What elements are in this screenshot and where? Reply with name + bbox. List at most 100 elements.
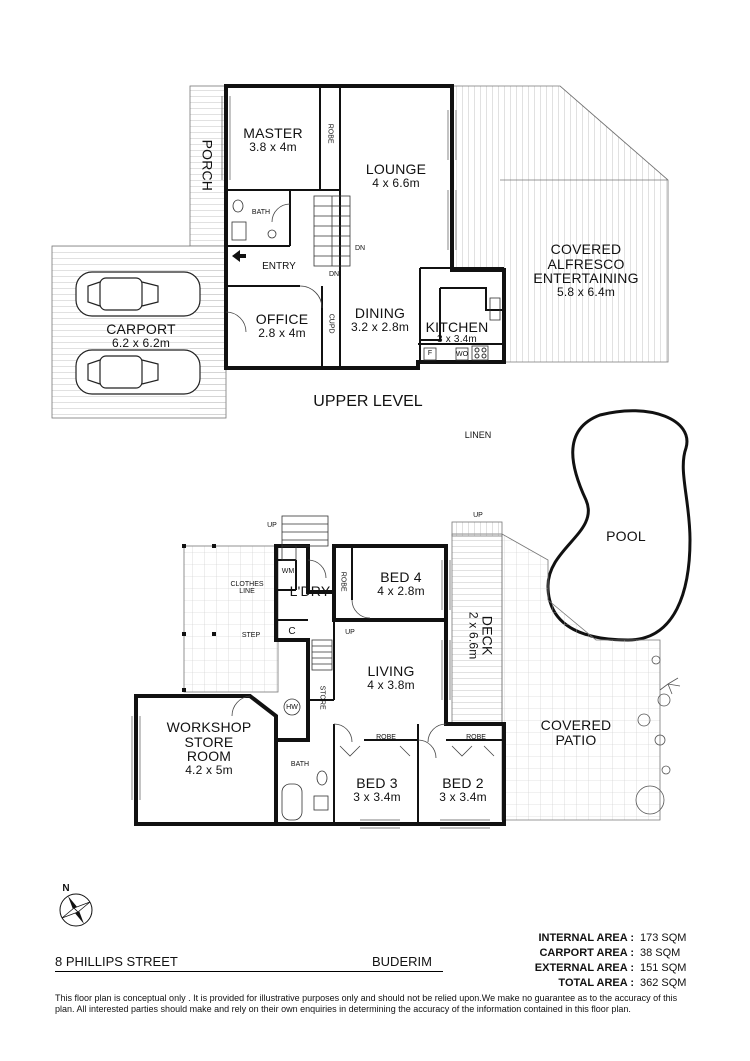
alfresco-line1: COVERED [550, 241, 622, 257]
compass-north-label: N [62, 883, 70, 894]
living-name: LIVING [367, 663, 415, 679]
compass-rose-icon [59, 893, 93, 927]
bed4-robe-label: ROBE [339, 571, 347, 592]
wall-oven-label: WO [455, 351, 469, 358]
kitchen-name: KITCHEN [425, 319, 489, 335]
bed3-label: BED 3 3 x 3.4m [342, 776, 412, 803]
covered-patio-line2: PATIO [555, 731, 597, 748]
lower-bath-label: BATH [290, 761, 310, 768]
office-size: 2.8 x 4m [258, 325, 306, 340]
bed3-name: BED 3 [356, 775, 398, 791]
garden-plants [635, 655, 681, 815]
area-label: INTERNAL AREA : [538, 931, 634, 944]
lounge-label: LOUNGE 4 x 6.6m [356, 162, 436, 189]
covered-patio-label: COVERED PATIO [528, 718, 624, 747]
wm-label: WM [281, 568, 295, 575]
office-name: OFFICE [255, 311, 309, 327]
entry-arrow-icon [232, 250, 246, 262]
area-label: TOTAL AREA : [558, 976, 634, 989]
footer-rule [55, 971, 443, 972]
living-label: LIVING 4 x 3.8m [356, 664, 426, 691]
area-value: 173 SQM [640, 931, 687, 944]
lounge-name: LOUNGE [365, 161, 427, 177]
carport-name: CARPORT [106, 321, 176, 337]
car-icon-1 [75, 271, 201, 317]
porch-label: PORCH [199, 139, 216, 192]
bed3-size: 3 x 3.4m [353, 789, 401, 804]
bed4-label: BED 4 4 x 2.8m [366, 570, 436, 597]
clothes-area [183, 545, 279, 693]
up-label-1: UP [267, 522, 277, 529]
bed2-name: BED 2 [442, 775, 484, 791]
covered-patio-line1: COVERED [540, 717, 612, 733]
area-row-total: TOTAL AREA : 362 SQM [535, 975, 694, 990]
master-label: MASTER 3.8 x 4m [238, 126, 308, 153]
upper-walls [224, 84, 506, 370]
up-label-2: UP [473, 512, 483, 519]
upper-level-title: UPPER LEVEL [313, 393, 423, 410]
pool-label: POOL [606, 528, 646, 544]
area-row-internal: INTERNAL AREA : 173 SQM [535, 930, 694, 945]
deck-area [451, 533, 503, 725]
workshop-label: WORKSHOP STORE ROOM 4.2 x 5m [164, 720, 254, 777]
area-label: CARPORT AREA : [539, 946, 634, 959]
laundry-label: L'DRY [289, 583, 331, 599]
area-label: EXTERNAL AREA : [534, 961, 634, 974]
store-label: STORE [318, 685, 326, 710]
lounge-size: 4 x 6.6m [372, 175, 420, 190]
workshop-line2: STORE [184, 733, 234, 750]
cupd-label: CUPD [327, 313, 335, 334]
bed2-robe-label: ROBE [466, 734, 486, 741]
carport-label: CARPORT 6.2 x 6.2m [100, 322, 182, 349]
car-icon-2 [75, 349, 201, 395]
dining-size: 3.2 x 2.8m [350, 319, 410, 334]
area-value: 362 SQM [640, 976, 687, 989]
dn-label-2: DN [328, 271, 340, 278]
alfresco-label: COVERED ALFRESCO ENTERTAINING 5.8 x 6.4m [520, 242, 652, 299]
office-label: OFFICE 2.8 x 4m [244, 312, 320, 339]
bed3-robe-label: ROBE [376, 734, 396, 741]
dn-label-1: DN [354, 245, 366, 252]
workshop-line1: WORKSHOP [166, 719, 252, 735]
master-size: 3.8 x 4m [249, 139, 297, 154]
clothes-line-line1: CLOTHES [230, 581, 264, 588]
carport-size: 6.2 x 6.2m [111, 335, 171, 350]
area-row-external: EXTERNAL AREA : 151 SQM [535, 960, 694, 975]
master-robe-label: ROBE [326, 123, 334, 144]
bed2-label: BED 2 3 x 3.4m [428, 776, 498, 803]
area-value: 151 SQM [640, 961, 687, 974]
stairs-upper [313, 195, 351, 267]
area-summary: INTERNAL AREA : 173 SQM CARPORT AREA : 38 … [535, 930, 694, 990]
stairs-lower [281, 515, 333, 671]
clothes-line-label: CLOTHES LINE [222, 581, 272, 596]
pool-shape [546, 409, 692, 642]
suburb-label: BUDERIM [372, 954, 432, 969]
area-row-carport: CARPORT AREA : 38 SQM [535, 945, 694, 960]
master-name: MASTER [243, 125, 303, 141]
bed2-size: 3 x 3.4m [439, 789, 487, 804]
area-value: 38 SQM [640, 946, 681, 959]
kitchen-label: KITCHEN 3 x 3.4m [422, 320, 492, 345]
address-label: 8 PHILLIPS STREET [55, 954, 178, 969]
alfresco-size: 5.8 x 6.4m [556, 285, 616, 300]
disclaimer-text: This floor plan is conceptual only . It … [55, 993, 678, 1015]
workshop-line3: ROOM [186, 748, 232, 765]
dining-label: DINING 3.2 x 2.8m [340, 306, 420, 333]
porch-deck [189, 85, 227, 247]
workshop-size: 4.2 x 5m [185, 763, 233, 778]
cupboard-c-label: C [288, 626, 296, 637]
deck-name: DECK [479, 615, 496, 656]
alfresco-line2: ALFRESCO [547, 255, 625, 272]
living-size: 4 x 3.8m [367, 677, 415, 692]
bed4-name: BED 4 [380, 569, 422, 585]
deck-size: 2 x 6.6m [466, 611, 481, 660]
fridge-label: F [427, 350, 433, 357]
hot-water-label: HW [286, 704, 298, 711]
bed4-size: 4 x 2.8m [377, 583, 425, 598]
kitchen-size: 3 x 3.4m [437, 333, 477, 345]
covered-patio-area [501, 533, 661, 821]
linen-label: LINEN [464, 430, 492, 440]
dining-name: DINING [354, 305, 406, 321]
step-label: STEP [241, 632, 261, 639]
